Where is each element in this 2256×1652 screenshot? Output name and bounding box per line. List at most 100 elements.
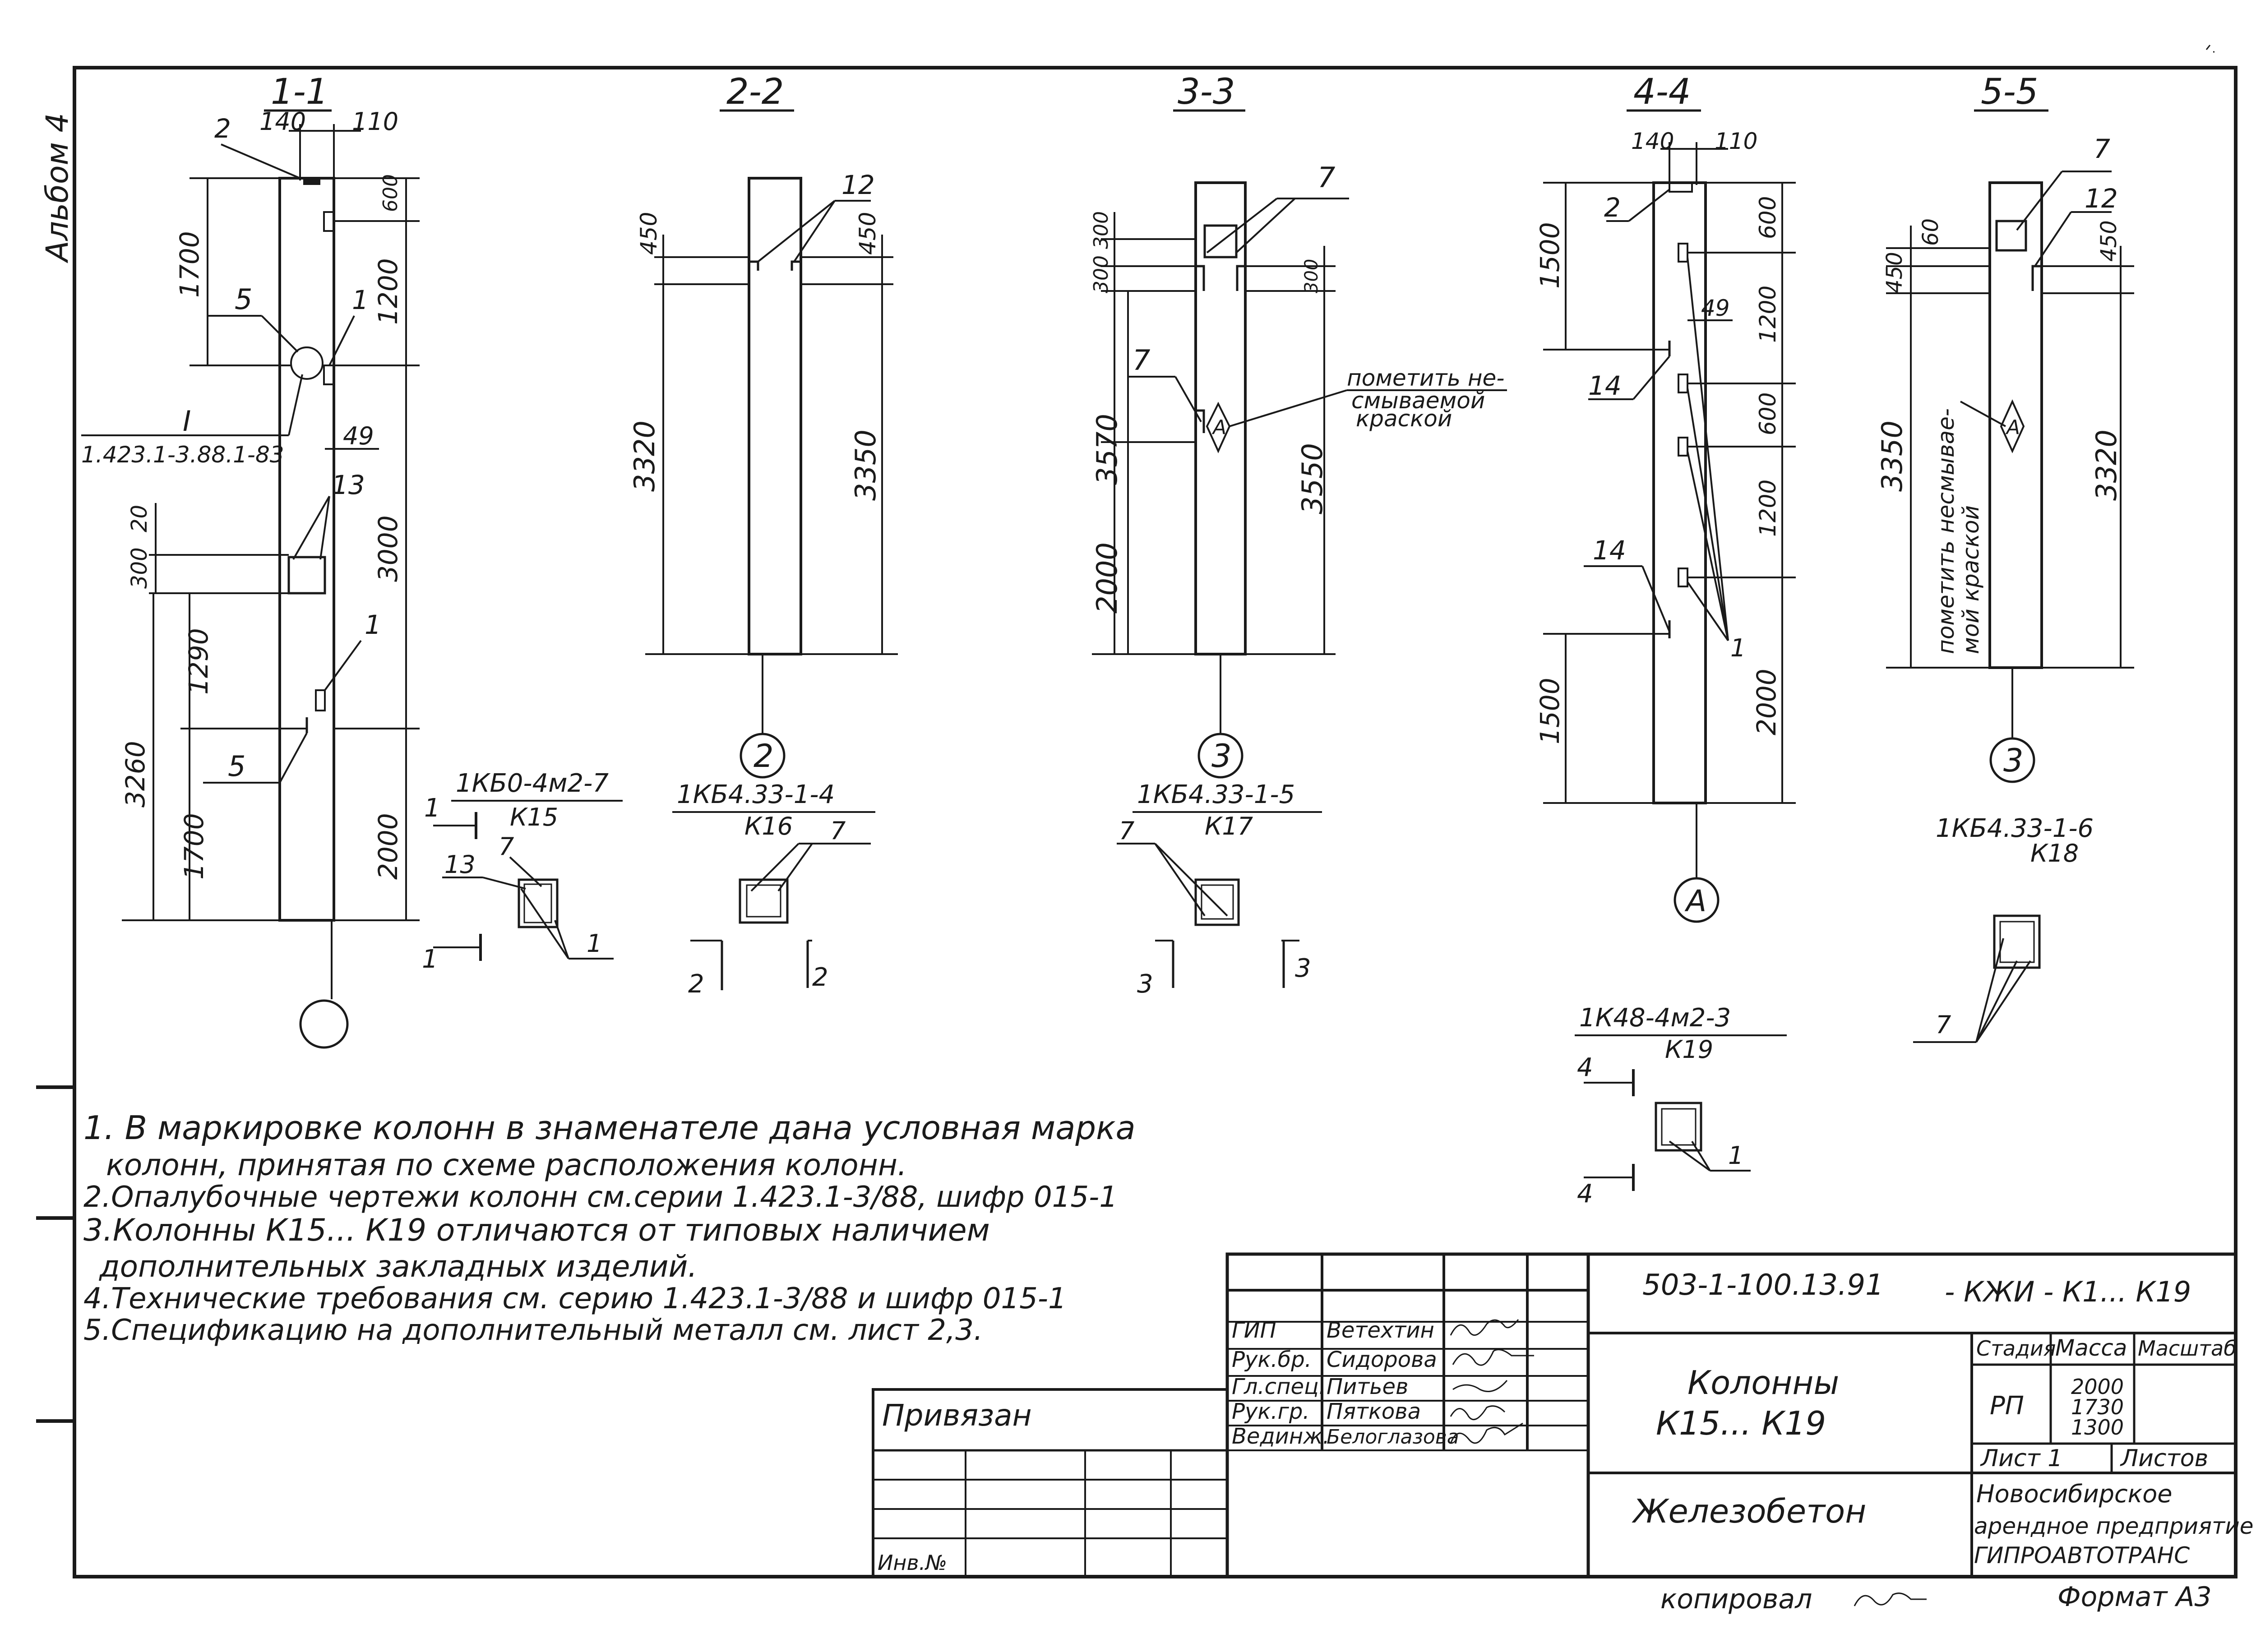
cut-label: 1 [422,945,438,974]
callout-number: 5 [228,750,245,783]
embedded-plate [1678,568,1688,587]
embedded-plate [1678,437,1688,457]
dim-label: 450 [1882,252,1907,293]
dim-label: 1200 [1755,286,1781,343]
cross-section-k17: 1КБ4.33-1-5 К17 7 3 3 [1117,780,1322,999]
column-mark-code: К16 [744,812,793,840]
node-mark: I [183,405,191,438]
format-label: Формат А3 [2057,1581,2212,1613]
note-line: дополнительных закладных изделий. [99,1249,697,1284]
corner-mark [2205,45,2214,53]
drawing-title: Колонны [1687,1364,1839,1402]
organization: ГИПРОАВТОТРАНС [1974,1542,2190,1569]
axis-marker [740,733,786,779]
dim-label: 3260 [120,741,151,808]
cross-section-k16: 1КБ4.33-1-4 К16 7 2 2 [672,780,875,999]
callout-number: 7 [1936,1011,1951,1039]
embedded-plate [323,365,335,385]
callout-number: 12 [841,170,875,200]
dim-label: 450 [636,212,662,255]
dim-label: 1500 [1535,222,1565,289]
dim-label: 600 [1755,392,1781,435]
callout-number: 13 [444,850,476,879]
dim-label: 3000 [373,515,403,582]
callout-number: 1 [1730,634,1746,662]
organization: арендное предприятие [1974,1513,2253,1539]
column-outline [748,177,802,655]
role-label: Вединж. [1232,1424,1330,1449]
axis-label: 2 [754,738,774,775]
note-line: колонн, принятая по схеме расположения к… [106,1148,907,1182]
dim-label: 450 [855,212,881,255]
embedded-plate [1678,374,1688,393]
signature [1452,1349,1534,1366]
organization: Новосибирское [1976,1480,2173,1508]
mark-letter: A [2005,416,2020,439]
embedded-plate [1203,224,1238,258]
column-mark-code: К19 [1665,1035,1713,1064]
dim-label: 140 [1631,128,1674,154]
axis-marker [1989,737,2035,783]
callout-number: 7 [1119,817,1134,845]
callout-number: 1 [352,285,369,315]
axis-label: 3 [2003,742,2024,779]
dim-label: 20 [127,505,152,532]
dim-label: 140 [259,107,306,136]
column-outline [1988,181,2043,669]
dim-label: 60 [1918,218,1943,246]
section-title: 5-5 [1981,72,2038,112]
embedded-plate [303,178,320,185]
cut-label: 2 [688,969,704,999]
role-label: Гл.спец. [1232,1374,1326,1399]
column-mark-name: 1КБ4.33-1-4 [677,780,835,809]
cut-label: 4 [1577,1053,1593,1082]
callout-number: 2 [214,113,231,144]
dim-label: 1200 [1755,480,1781,537]
dim-label: 450 [2096,220,2122,262]
dim-label: 1200 [373,258,403,325]
mass-header: Масса [2055,1335,2127,1361]
dim-label: 3550 [1296,443,1329,514]
callout-number: 12 [2085,183,2118,214]
sheets-total: Листов [2120,1445,2208,1472]
cross-section-k19: 1К48-4м2-3 К19 4 4 1 [1575,1003,1787,1209]
callout-number: 14 [1588,370,1622,401]
callout-number: 7 [1318,161,1335,194]
cut-label: 4 [1577,1179,1593,1209]
callout-number: 7 [830,817,846,845]
dim-label: 110 [1715,128,1757,154]
note-text: краской [1356,406,1452,432]
section-5-5: 5-5 3 A 60 450 3350 450 3320 7 12 помети [1876,72,2134,783]
mass-value: 1730 [2071,1395,2124,1419]
material-label: Железобетон [1632,1492,1866,1530]
column-mark-code: К18 [2030,839,2079,868]
callout-number: 1 [1728,1141,1743,1170]
cut-label: 1 [424,794,440,823]
role-label: Рук.бр. [1232,1347,1312,1372]
column-outline [1652,181,1707,804]
embedded-plate [287,556,326,595]
embedded-plate [315,689,326,711]
node-circle [290,346,324,380]
callout-number: 7 [499,832,514,861]
callout-number: 7 [2094,134,2110,164]
column-mark-name: 1К48-4м2-3 [1579,1003,1731,1033]
dim-label: 3320 [2090,429,2123,501]
embedded-plate [1678,243,1688,263]
dim-label: 2000 [1751,669,1782,735]
dim-label: 1500 [1535,678,1565,744]
column-mark-name: 1КБ0-4м2-7 [456,769,609,798]
signer-name: Пяткова [1327,1399,1421,1424]
axis-label: 3 [1211,738,1232,775]
dim-label: 2000 [1091,542,1123,614]
axis-marker [1674,877,1720,923]
dim-label: 300 [127,547,152,589]
dim-label: 49 [343,422,374,450]
dim-label: 2000 [373,813,403,880]
note-text: мой краской [1958,505,1984,654]
dim-label: 600 [1755,196,1781,239]
note-text: смываемой [1351,388,1485,414]
callout-number: 5 [235,283,252,316]
copied-label: копировал [1660,1583,1812,1615]
